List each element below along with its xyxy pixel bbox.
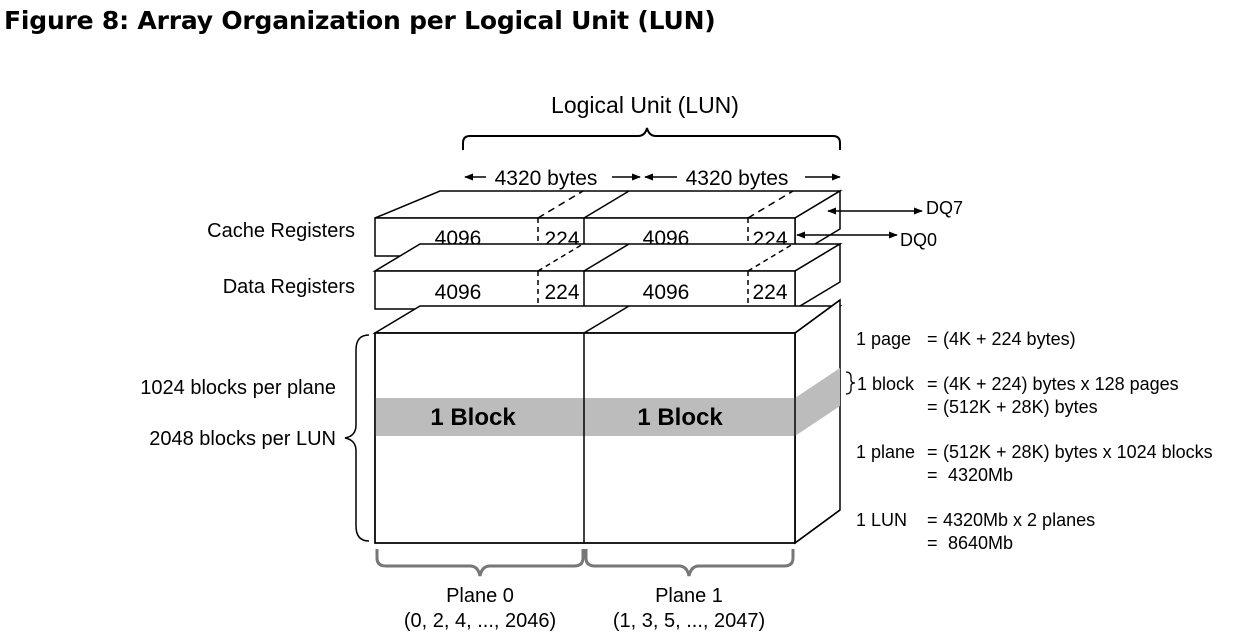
- plane1-name: Plane 1: [655, 585, 723, 607]
- plane0-brace: [375, 549, 585, 577]
- data-registers-label: Data Registers: [223, 276, 355, 298]
- lun-label: Logical Unit (LUN): [551, 92, 739, 118]
- lun-def-term: 1 LUN: [856, 510, 907, 530]
- block-def-value2: (512K + 28K) bytes: [943, 397, 1098, 417]
- dq7-label: DQ7: [926, 198, 963, 218]
- block-def-term: 1 block: [857, 374, 915, 394]
- block-def-eq2: =: [927, 397, 938, 417]
- plane0-blocks: (0, 2, 4, ..., 2046): [404, 610, 556, 632]
- block-label-plane0: 1 Block: [430, 404, 516, 431]
- plane-def-value: (512K + 28K) bytes x 1024 blocks: [943, 442, 1213, 462]
- plane-def-eq: =: [927, 442, 938, 462]
- lun-def-value: 4320Mb x 2 planes: [943, 510, 1095, 530]
- left-brace: [344, 334, 370, 542]
- page-def-value: (4K + 224 bytes): [943, 329, 1076, 349]
- block-band-front: [375, 398, 795, 436]
- blocks-per-plane-label: 1024 blocks per plane: [140, 377, 336, 399]
- cache-registers-label: Cache Registers: [207, 220, 355, 242]
- lun-def-eq2: =: [927, 533, 938, 553]
- data-register: [372, 242, 843, 311]
- plane1-blocks: (1, 3, 5, ..., 2047): [613, 610, 765, 632]
- block-band-side: [795, 368, 840, 436]
- block-label-plane1: 1 Block: [637, 404, 723, 431]
- block-def-eq: =: [927, 374, 938, 394]
- data-cell-224-plane1: 224: [752, 281, 787, 304]
- dq0-label: DQ0: [900, 230, 937, 250]
- block-def-value: (4K + 224) bytes x 128 pages: [943, 374, 1179, 394]
- plane0-name: Plane 0: [446, 585, 514, 607]
- plane-def-value2: 4320Mb: [948, 465, 1013, 485]
- figure-title: Figure 8: Array Organization per Logical…: [4, 6, 716, 35]
- data-cell-4096-plane0: 4096: [435, 281, 482, 304]
- plane-def-term: 1 plane: [856, 442, 915, 462]
- page-def-eq: =: [927, 329, 938, 349]
- width-label-plane1: 4320 bytes: [686, 167, 789, 190]
- page-def-term: 1 page: [856, 329, 911, 349]
- lun-brace: [462, 127, 841, 150]
- blocks-per-lun-label: 2048 blocks per LUN: [149, 428, 336, 450]
- lun-def-value2: 8640Mb: [948, 533, 1013, 553]
- plane1-brace: [584, 549, 795, 577]
- lun-def-eq: =: [927, 510, 938, 530]
- width-label-plane0: 4320 bytes: [495, 167, 598, 190]
- data-cell-4096-plane1: 4096: [643, 281, 690, 304]
- array-outline: [374, 299, 841, 544]
- data-cell-224-plane0: 224: [544, 281, 579, 304]
- definitions: 1 page = (4K + 224 bytes) 1 block = (4K …: [856, 329, 1213, 553]
- plane-def-eq2: =: [927, 465, 938, 485]
- block-definition-brace: [845, 371, 856, 395]
